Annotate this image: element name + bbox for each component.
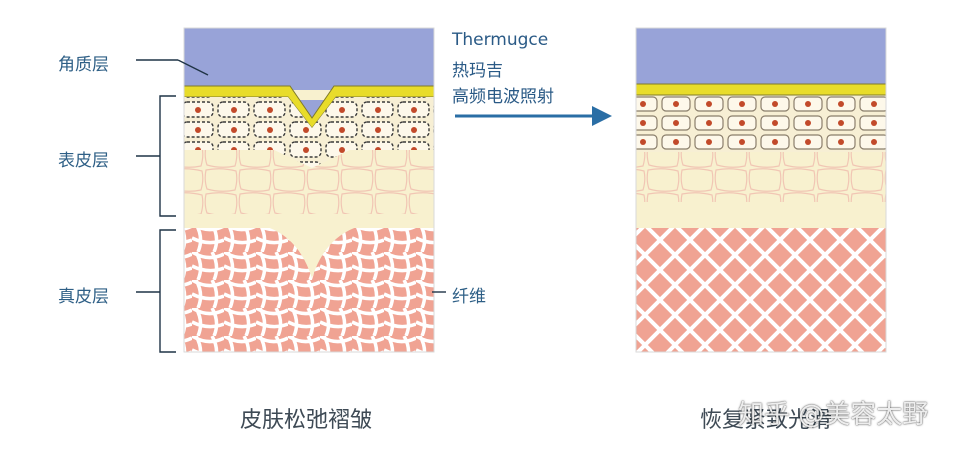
epidermis-cells-right bbox=[636, 96, 886, 152]
left-skin-panel bbox=[183, 27, 435, 353]
label-stratum-corneum: 角质层 bbox=[58, 55, 109, 75]
yellow-band-right bbox=[635, 83, 887, 96]
label-dermis: 真皮层 bbox=[58, 287, 109, 307]
arrow-text-line3: 高频电波照射 bbox=[452, 87, 554, 107]
arrow-text-line2: 热玛吉 bbox=[452, 61, 503, 81]
caption-right: 恢复紧致光滑 bbox=[700, 408, 833, 433]
dermis-layer-right bbox=[636, 228, 886, 352]
dermis-layer-left bbox=[184, 228, 434, 352]
stratum-corneum-layer-left bbox=[184, 28, 434, 90]
left-annotations bbox=[136, 59, 446, 353]
caption-left: 皮肤松弛褶皱 bbox=[240, 408, 373, 433]
watermark: 知乎 @美容太野 bbox=[738, 400, 929, 430]
arrow-text-line1: Thermugce bbox=[452, 30, 549, 50]
label-fibers: 纤维 bbox=[452, 287, 486, 307]
stratum-corneum-layer-right bbox=[636, 28, 886, 84]
arrow-right bbox=[455, 106, 612, 126]
epidermis-cells-left bbox=[184, 97, 434, 168]
right-skin-panel bbox=[635, 27, 887, 353]
label-epidermis: 表皮层 bbox=[58, 151, 109, 171]
